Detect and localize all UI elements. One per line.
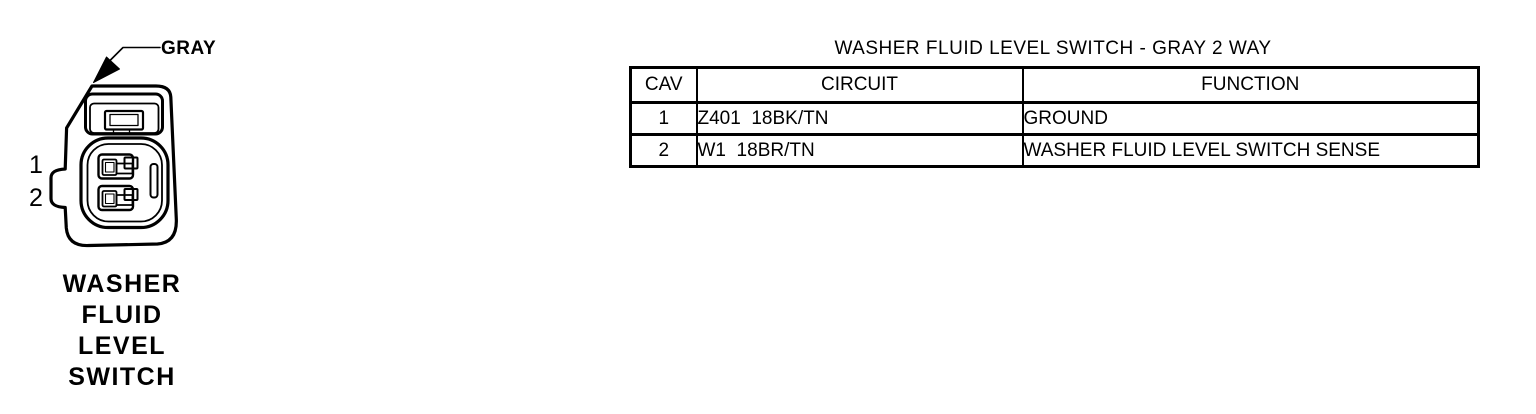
- cav-cell-1: 1: [629, 101, 698, 136]
- caption-line-4: SWITCH: [68, 363, 176, 391]
- cavity-key-rib: [149, 163, 159, 199]
- connector-diagram: [49, 46, 178, 248]
- caption-line-3: LEVEL: [77, 332, 167, 360]
- column-header-circuit: CIRCUIT: [695, 66, 1024, 104]
- function-cell-2: WASHER FLUID LEVEL SWITCH SENSE: [1021, 133, 1480, 168]
- connector-lock-tab: [84, 92, 164, 136]
- table-row-2: 2 W1 18BR/TN WASHER FLUID LEVEL SWITCH S…: [629, 133, 1480, 168]
- function-cell-1: GROUND: [1021, 101, 1480, 136]
- pinout-table-title: WASHER FLUID LEVEL SWITCH - GRAY 2 WAY: [834, 38, 1272, 59]
- pin-1-label: 1: [29, 151, 43, 179]
- caption-line-1: WASHER: [62, 270, 182, 298]
- column-header-function: FUNCTION: [1021, 66, 1480, 104]
- terminal-1: [97, 153, 139, 180]
- connector-cavity: [79, 136, 170, 230]
- table-row-1: 1 Z401 18BK/TN GROUND: [629, 101, 1480, 136]
- header-row: CAV CIRCUIT FUNCTION: [629, 66, 1480, 104]
- pin-2-label: 2: [29, 184, 43, 212]
- cav-cell-2: 2: [629, 133, 698, 168]
- circuit-cell-2: W1 18BR/TN: [695, 133, 1024, 168]
- connector-color-label: GRAY: [161, 38, 217, 59]
- connector-caption: WASHER FLUID LEVEL SWITCH: [36, 269, 208, 393]
- column-header-cav: CAV: [629, 66, 698, 104]
- circuit-cell-1: Z401 18BK/TN: [695, 101, 1024, 136]
- caption-line-2: FLUID: [81, 301, 163, 329]
- pinout-table: CAV CIRCUIT FUNCTION 1 Z401 18BK/TN GROU…: [629, 66, 1480, 168]
- leader-arrow-icon: [93, 46, 161, 83]
